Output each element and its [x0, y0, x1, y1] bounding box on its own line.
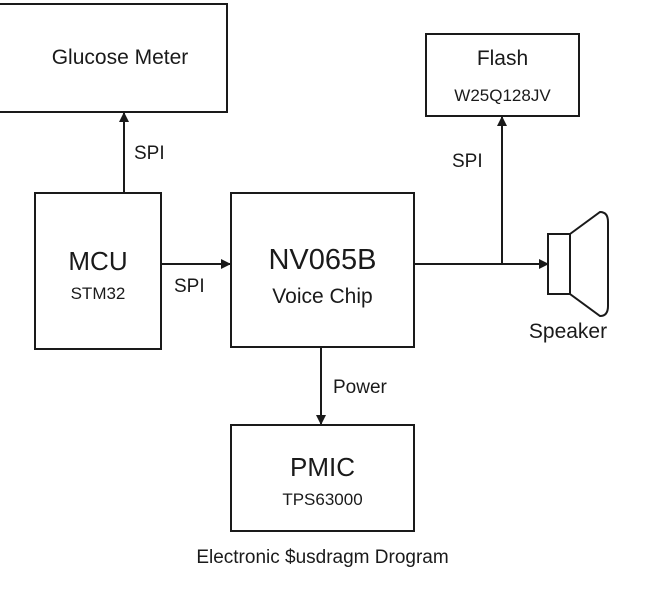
pmic-block — [230, 424, 415, 532]
voice-chip-block — [230, 192, 415, 348]
speaker-icon — [547, 210, 609, 318]
mcu-block — [34, 192, 162, 350]
glucose-meter-title: Glucose Meter — [51, 46, 189, 69]
diagram-caption: Electronic $usdragm Drogram — [196, 547, 449, 568]
label-power: Power — [333, 377, 387, 398]
glucose-meter-block — [0, 3, 228, 113]
speaker-label: Speaker — [528, 320, 608, 343]
flash-block — [425, 33, 580, 117]
mcu-subtitle: STM32 — [70, 284, 126, 303]
label-spi-mcu-voice: SPI — [174, 276, 205, 297]
flash-title: Flash — [476, 47, 529, 70]
pmic-title: PMIC — [290, 452, 355, 482]
label-spi-mcu-glucose: SPI — [134, 143, 165, 164]
label-spi-voice-flash: SPI — [452, 151, 483, 172]
voice-chip-title: NV065B — [268, 244, 377, 276]
voice-chip-subtitle: Voice Chip — [272, 285, 373, 308]
flash-subtitle: W25Q128JV — [454, 86, 551, 105]
mcu-title: MCU — [68, 246, 128, 276]
pmic-subtitle: TPS63000 — [282, 490, 363, 509]
